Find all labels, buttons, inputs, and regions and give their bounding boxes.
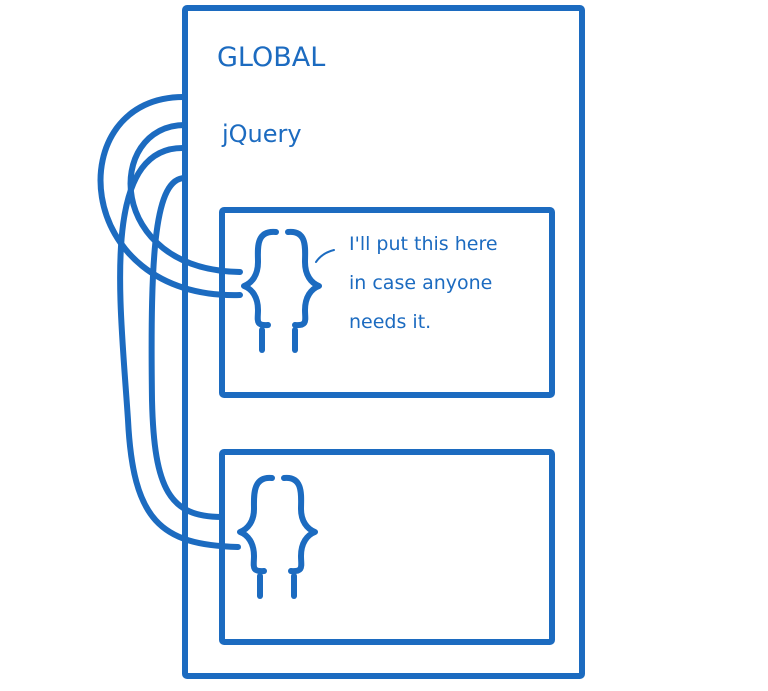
speech-line-1: I'll put this here — [349, 233, 498, 255]
right-brace — [285, 228, 322, 329]
tube-bottom-inner — [148, 175, 225, 520]
tube-top-outer — [97, 93, 243, 299]
right-brace — [281, 474, 318, 575]
left-brace — [241, 228, 279, 329]
curly-brace-character-top — [241, 228, 322, 353]
global-scope-box — [182, 5, 585, 679]
speech-pointer — [315, 249, 335, 263]
speech-line-2: in case anyone — [349, 272, 492, 294]
jquery-label: jQuery — [221, 120, 302, 148]
tube-top-inner — [127, 122, 243, 275]
left-brace — [237, 474, 275, 575]
scope-chain-tubes — [97, 93, 243, 550]
function-scope-box-top — [219, 207, 555, 398]
tube-bottom-outer — [117, 144, 241, 550]
global-scope-label: GLOBAL — [217, 42, 325, 73]
speech-line-3: needs it. — [349, 311, 431, 333]
curly-brace-character-bottom — [237, 474, 318, 599]
